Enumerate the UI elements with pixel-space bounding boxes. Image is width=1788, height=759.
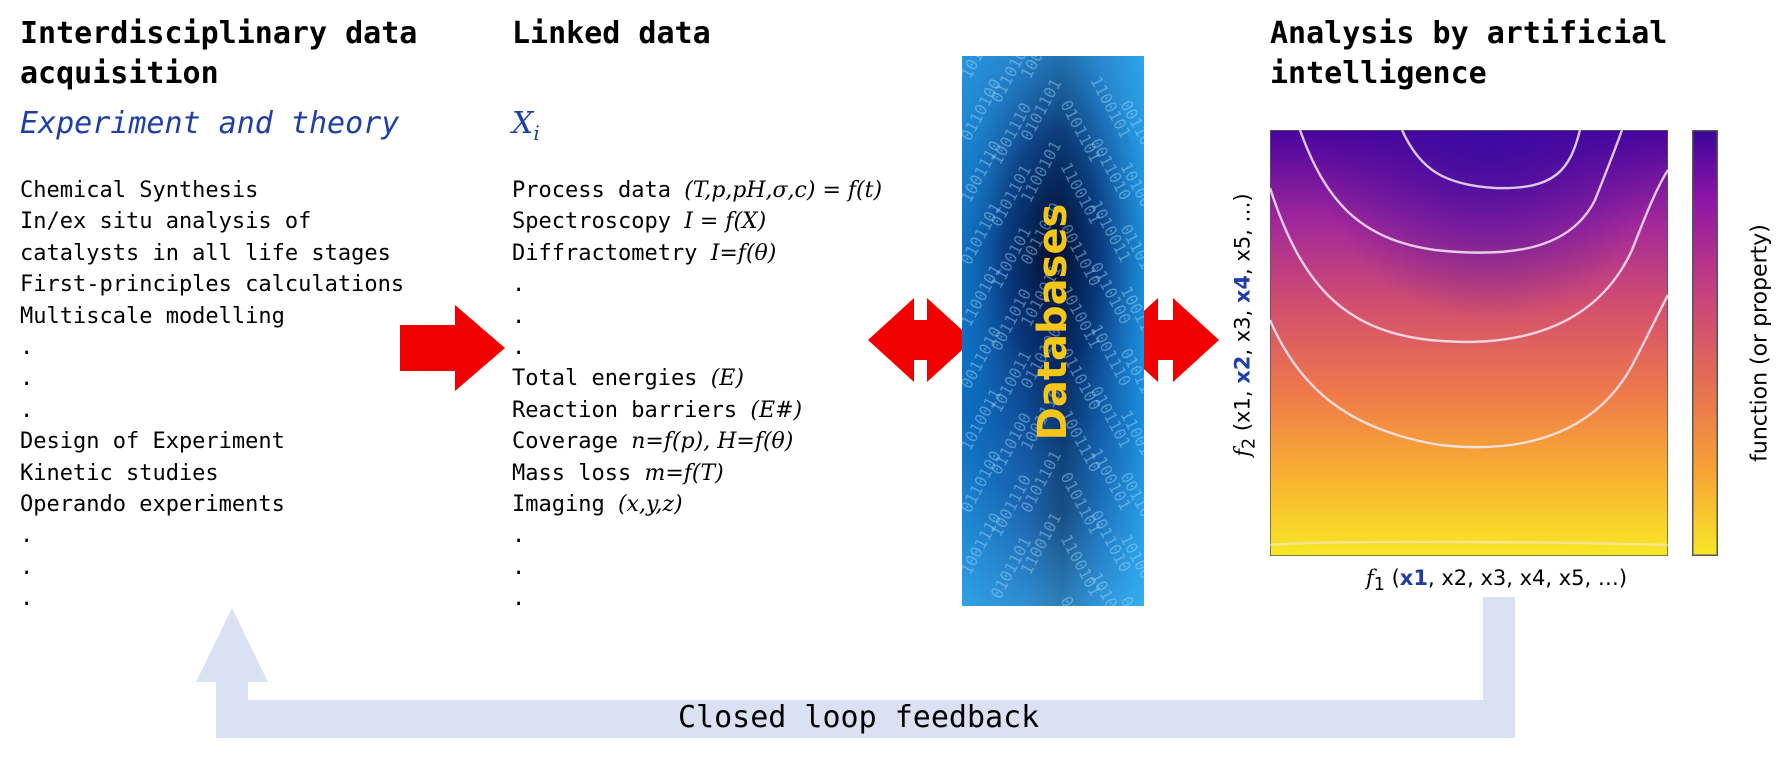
linked-subtitle: Xi — [512, 104, 540, 153]
acquisition-item: Operando experiments — [20, 492, 285, 518]
linked-item: Diffractometry I=f(θ) — [512, 238, 882, 269]
double-arrow-icon — [868, 298, 973, 382]
database-image: 1010011011010010011100101101110010100110… — [962, 56, 1144, 606]
analysis-title: Analysis by artificial intelligence — [1270, 14, 1667, 94]
acquisition-item: In/ex situ analysis of — [20, 209, 312, 235]
y-axis-highlight-2: x4 — [1230, 274, 1255, 304]
linked-item-formula: I = f(X) — [684, 209, 767, 235]
linked-item-text: . — [512, 523, 526, 549]
acquisition-item: . — [20, 397, 34, 423]
linked-item: . — [512, 520, 882, 551]
y-axis-label: f2 (x1, x2, x3, x4, x5, …) — [1230, 193, 1259, 456]
linked-item-formula: n=f(p), H=f(θ) — [631, 429, 794, 455]
linked-item-text: . — [512, 554, 526, 580]
linked-item: Spectroscopy I = f(X) — [512, 206, 882, 237]
x-axis-f: f — [1366, 566, 1374, 590]
linked-item: Mass loss m=f(T) — [512, 458, 882, 489]
acquisition-title-line1: Interdisciplinary data — [20, 16, 418, 51]
acquisition-item: . — [20, 366, 34, 392]
acquisition-item: catalysts in all life stages — [20, 240, 391, 266]
acquisition-item: . — [20, 523, 34, 549]
x-axis-highlight: x1 — [1399, 566, 1428, 590]
contour-plot — [1270, 130, 1668, 556]
database-label: Databases — [1030, 203, 1076, 441]
y-axis-highlight-1: x2 — [1230, 355, 1255, 384]
linked-item: Reaction barriers (E#) — [512, 395, 882, 426]
analysis-title-line1: Analysis by artificial — [1270, 16, 1668, 51]
linked-item: . — [512, 332, 882, 363]
linked-item-text: . — [512, 586, 526, 612]
acquisition-title: Interdisciplinary data acquisition — [20, 14, 417, 94]
linked-item-formula: (E) — [710, 366, 744, 392]
colorbar — [1692, 130, 1718, 556]
linked-item-text: Total energies — [512, 366, 711, 392]
linked-subtitle-var: X — [512, 106, 534, 141]
linked-item-text: Coverage — [512, 429, 632, 455]
linked-item: Total energies (E) — [512, 363, 882, 394]
linked-item: . — [512, 583, 882, 614]
acquisition-item: Kinetic studies — [20, 460, 219, 486]
y-axis-f: f — [1230, 448, 1255, 457]
linked-item-text: Spectroscopy — [512, 209, 685, 235]
acquisition-item: Design of Experiment — [20, 429, 285, 455]
linked-item-formula: (T,p,pH,σ,c) = f(t) — [684, 178, 883, 203]
acquisition-item: Multiscale modelling — [20, 303, 285, 329]
analysis-title-line2: intelligence — [1270, 56, 1487, 91]
linked-item-text: Diffractometry — [512, 240, 711, 266]
linked-item-formula: (x,y,z) — [617, 492, 683, 518]
linked-item-text: . — [512, 335, 526, 361]
linked-item-text: Imaging — [512, 492, 618, 518]
contour-lines — [1270, 130, 1668, 547]
linked-item-formula: I=f(θ) — [710, 240, 777, 266]
y-axis-mid: , x3, — [1230, 303, 1255, 356]
x-axis-open: ( — [1384, 566, 1400, 590]
linked-item: Coverage n=f(p), H=f(θ) — [512, 426, 882, 457]
acquisition-item: First-principles calculations — [20, 272, 405, 298]
linked-item: . — [512, 301, 882, 332]
acquisition-item: . — [20, 586, 34, 612]
linked-item: . — [512, 269, 882, 300]
arrow-right-icon — [400, 305, 505, 391]
acquisition-item: . — [20, 335, 34, 361]
colorbar-label: function (or property) — [1747, 224, 1773, 462]
y-axis-open: (x1, — [1230, 383, 1255, 438]
feedback-label: Closed loop feedback — [678, 700, 1040, 735]
linked-item-text: . — [512, 272, 526, 298]
linked-item-formula: m=f(T) — [644, 460, 724, 486]
linked-item: Imaging (x,y,z) — [512, 489, 882, 520]
linked-item-text: . — [512, 303, 526, 329]
x-axis-rest: , x2, x3, x4, x5, …) — [1427, 566, 1628, 590]
linked-list: Process data (T,p,pH,σ,c) = f(t)Spectros… — [512, 175, 882, 615]
linked-title: Linked data — [512, 16, 711, 51]
x-axis-sub: 1 — [1373, 575, 1385, 596]
feedback-arrow — [196, 597, 1515, 738]
y-axis-rest: , x5, …) — [1230, 193, 1255, 275]
linked-item: . — [512, 552, 882, 583]
linked-item-text: Reaction barriers — [512, 397, 751, 423]
acquisition-subtitle: Experiment and theory — [20, 106, 400, 141]
acquisition-item: . — [20, 554, 34, 580]
acquisition-title-line2: acquisition — [20, 56, 219, 91]
acquisition-item: Chemical Synthesis — [20, 178, 259, 203]
linked-item-text: Process data — [512, 178, 685, 203]
x-axis-label: f1 (x1, x2, x3, x4, x5, …) — [1366, 566, 1627, 595]
linked-item-text: Mass loss — [512, 460, 645, 486]
linked-item-formula: (E#) — [750, 397, 803, 423]
linked-item: Process data (T,p,pH,σ,c) = f(t) — [512, 175, 882, 206]
y-axis-sub: 2 — [1239, 437, 1260, 449]
linked-subtitle-sub: i — [533, 121, 540, 145]
